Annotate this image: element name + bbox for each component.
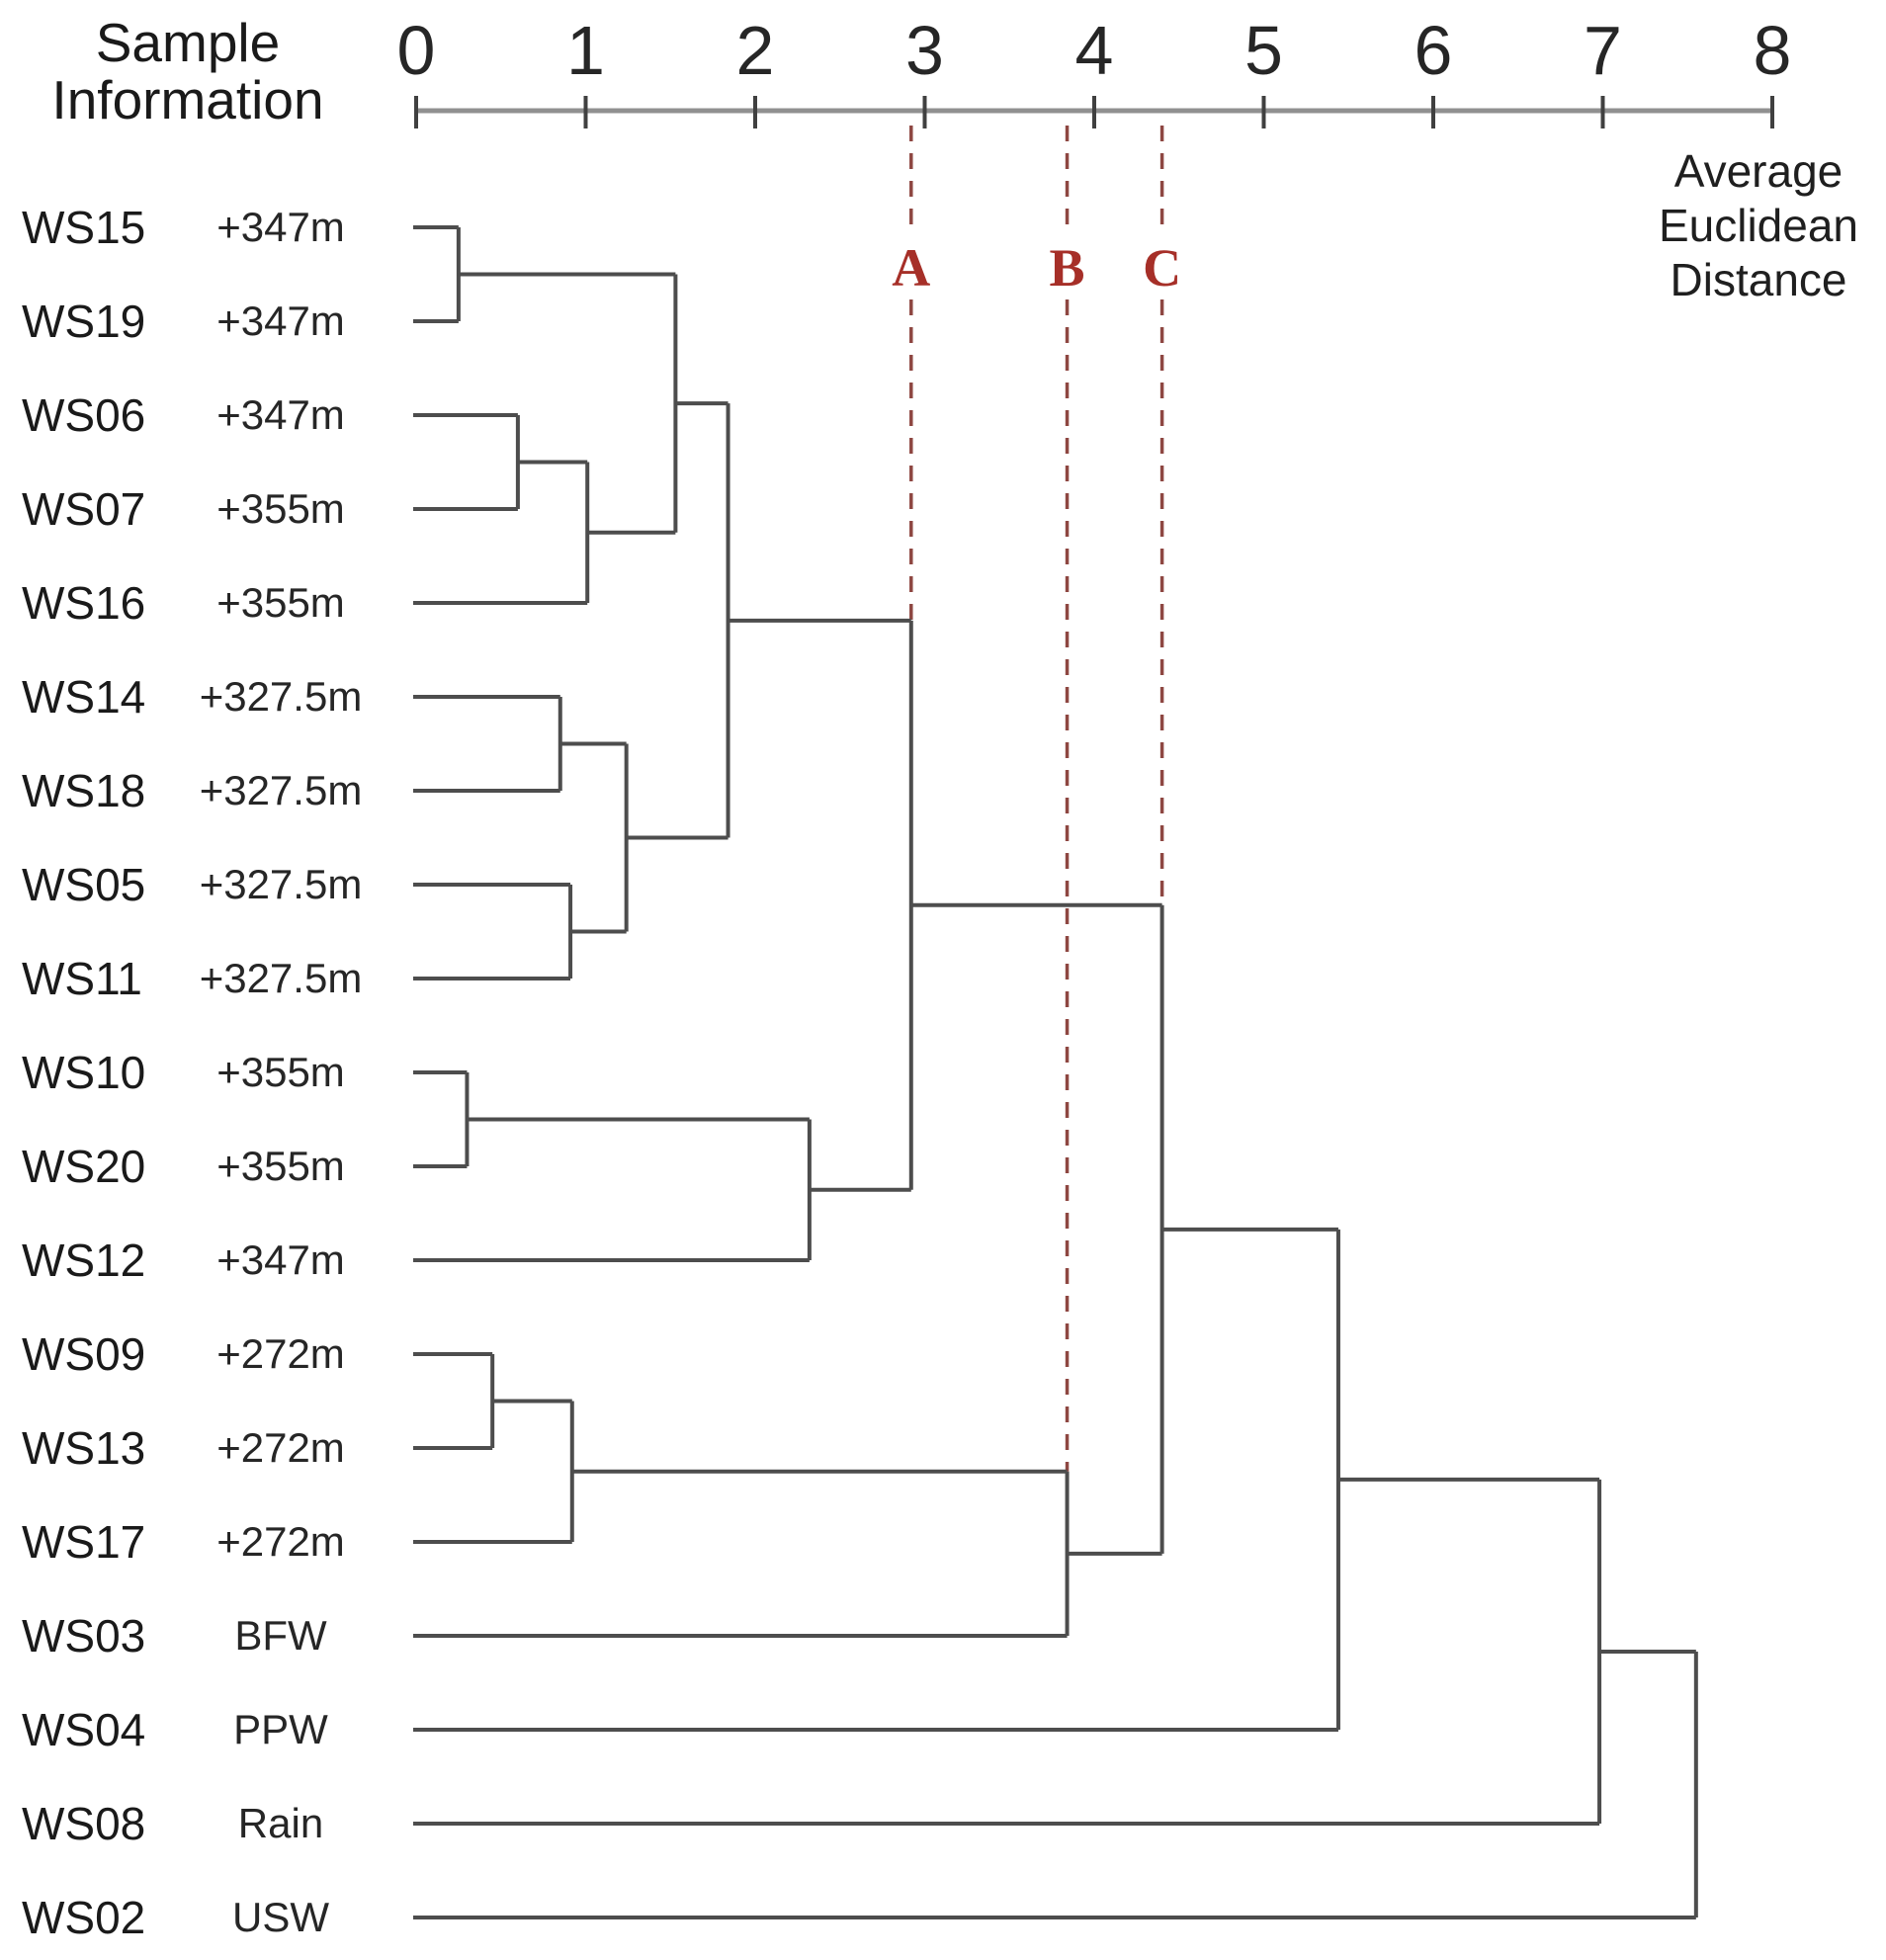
leaf-id-label: WS13 [22,1422,146,1474]
leaf-info-label: USW [232,1894,329,1940]
leaf-id-label: WS09 [22,1328,146,1380]
axis-tick-label-0: 0 [396,12,436,89]
axis-tick-label-7: 7 [1584,12,1622,89]
leaf-info-label: Rain [237,1800,324,1846]
leaf-info-label: +272m [216,1518,345,1565]
cut-line-label-C: C [1143,238,1182,298]
leaf-info-label: +355m [216,1049,345,1095]
leaf-id-label: WS17 [22,1516,146,1568]
leaf-id-label: WS20 [22,1141,146,1192]
cut-line-label-A: A [892,238,931,298]
leaf-id-label: WS02 [22,1892,146,1943]
axis-tick-label-8: 8 [1753,12,1792,89]
axis-tick-label-5: 5 [1244,12,1283,89]
leaf-id-label: WS16 [22,577,146,629]
axis-tick-label-4: 4 [1074,12,1114,89]
leaf-id-label: WS03 [22,1610,146,1662]
leaf-info-label: +347m [216,391,345,438]
leaf-info-label: +327.5m [199,767,363,813]
leaf-info-label: PPW [233,1706,328,1752]
leaf-info-label: +355m [216,579,345,626]
leaf-info-label: +355m [216,485,345,532]
axis-tick-label-1: 1 [566,12,605,89]
leaf-id-label: WS15 [22,202,146,253]
cut-line-label-B: B [1049,238,1085,298]
leaf-id-label: WS08 [22,1798,146,1849]
leaf-id-label: WS18 [22,765,146,816]
leaf-id-label: WS11 [22,953,142,1004]
leaf-info-label: +272m [216,1330,345,1377]
axis-tick-label-6: 6 [1414,12,1453,89]
leaf-info-label: +327.5m [199,955,363,1001]
leaf-id-label: WS05 [22,859,146,910]
leaf-info-label: +347m [216,204,345,250]
leaf-info-label: BFW [234,1612,327,1659]
leaf-id-label: WS10 [22,1047,146,1098]
leaf-info-label: +347m [216,1236,345,1283]
leaf-id-label: WS06 [22,389,146,441]
sample-information-header: Sample Information [51,12,324,130]
leaf-info-label: +347m [216,298,345,344]
leaf-info-label: +355m [216,1143,345,1189]
leaf-info-label: +272m [216,1424,345,1471]
leaf-id-label: WS04 [22,1704,146,1755]
axis-tick-label-2: 2 [735,12,775,89]
leaf-info-label: +327.5m [199,861,363,907]
leaf-id-label: WS19 [22,296,146,347]
leaf-id-label: WS14 [22,671,146,723]
leaf-id-label: WS07 [22,483,146,535]
axis-title: Average Euclidean Distance [1658,145,1859,305]
leaf-id-label: WS12 [22,1235,146,1286]
leaf-info-label: +327.5m [199,673,363,720]
axis-tick-label-3: 3 [905,12,944,89]
